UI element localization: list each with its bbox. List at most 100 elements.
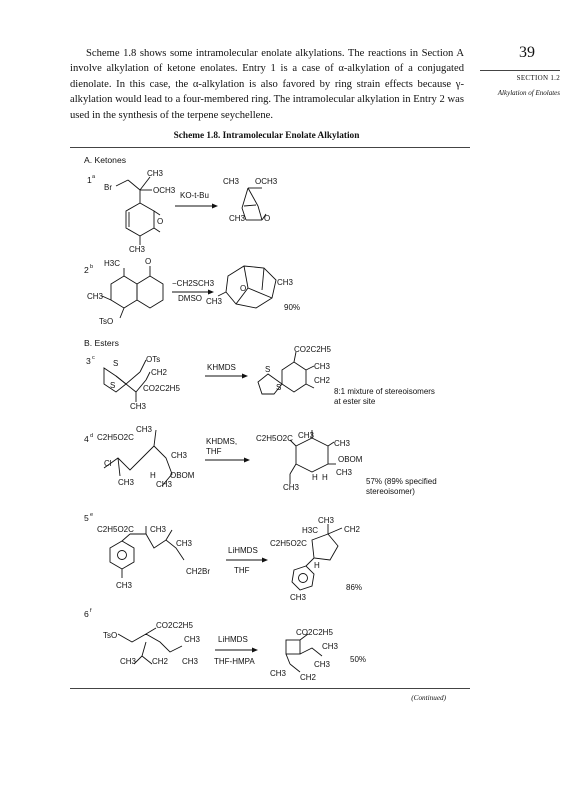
label: S (113, 359, 118, 368)
entry-number: 4 (84, 434, 89, 444)
bond (217, 291, 227, 297)
section-title: Alkylation of Enolates (497, 89, 560, 97)
label: CH2 (344, 525, 361, 534)
label: C2H5O2C (270, 539, 307, 548)
double-bond (243, 204, 257, 207)
bond (285, 653, 291, 665)
label: CH3 (206, 297, 223, 306)
label: CH3 (322, 642, 339, 651)
entry-3-product: S S CO2C2H5 CH3 CH2 (257, 345, 331, 395)
ring (136, 275, 164, 309)
entry-yield: 86% (346, 583, 362, 592)
reagent: THF (234, 566, 250, 575)
bond (125, 383, 137, 393)
benzene-ring (291, 565, 315, 591)
alkene (165, 529, 173, 541)
bond (141, 641, 147, 657)
label: CO2C2H5 (294, 345, 331, 354)
label: O (145, 257, 151, 266)
label: H (314, 561, 320, 570)
entry-footnote: e (90, 512, 93, 518)
bond (241, 187, 249, 209)
label: H (312, 473, 318, 482)
intro-paragraph: Scheme 1.8 shows some intramolecular eno… (70, 46, 464, 123)
label: OBOM (170, 471, 195, 480)
entry-footnote: a (92, 174, 96, 180)
bond (289, 463, 297, 475)
bond (125, 371, 141, 385)
bond (305, 365, 315, 371)
alkene (141, 655, 153, 665)
label: OBOM (338, 455, 363, 464)
label: CH3 (120, 657, 137, 666)
bond (299, 633, 309, 641)
aromatic-circle (298, 573, 308, 583)
label: CO2C2H5 (296, 628, 333, 637)
label: CH2 (151, 368, 168, 377)
entry-yield-line2: at ester site (334, 397, 376, 406)
label: H (150, 471, 156, 480)
entry-5: 5 e C2H5O2C CH3 CH3 CH2Br CH3 LiHMDS THF (84, 512, 362, 602)
entry-1-product: CH3 OCH3 CH3 O (223, 177, 278, 223)
chain (299, 647, 323, 657)
reagent: LiHMDS (218, 635, 248, 644)
entry-2: 2 b H3C O CH3 TsO −CH2SCH3 DMSO O CH3 (84, 257, 300, 326)
ring (295, 437, 329, 473)
label: CH3 (147, 169, 164, 178)
label: CH2 (152, 657, 169, 666)
bond (257, 205, 263, 221)
cyclobutane (285, 639, 301, 655)
label: S (276, 383, 281, 392)
bond (293, 351, 297, 363)
label: H (322, 473, 328, 482)
label: TsO (99, 317, 113, 326)
label: H3C (302, 526, 318, 535)
entry-footnote: b (90, 264, 93, 270)
label: CH3 (298, 431, 315, 440)
aromatic-circle (117, 550, 127, 560)
label: S (265, 365, 270, 374)
label: TsO (103, 631, 117, 640)
reagent: KHMDS (207, 363, 236, 372)
label: CH3 (136, 425, 153, 434)
label: CH3 (150, 525, 167, 534)
label: C2H5O2C (97, 525, 134, 534)
bond (153, 210, 161, 216)
label: CH3 (318, 516, 335, 525)
bond (121, 533, 131, 542)
scheme-top-rule (70, 147, 470, 148)
bond (327, 441, 335, 447)
page-number: 39 (519, 44, 535, 61)
arrowhead (252, 647, 258, 653)
label: CH3 (290, 593, 307, 602)
arrowhead (242, 373, 248, 379)
entry-5-starting-material: C2H5O2C CH3 CH3 CH2Br CH3 (97, 525, 210, 590)
entry-footnote: d (90, 433, 93, 439)
entry-number: 3 (86, 356, 91, 366)
intro-text: Scheme 1.8 shows some intramolecular eno… (70, 48, 464, 121)
entry-6-product: CO2C2H5 CH3 CH3 CH3 CH2 (270, 628, 339, 682)
ring (110, 275, 138, 309)
bond (115, 375, 127, 385)
label: CH3 (184, 635, 201, 644)
dithiane-ring (257, 373, 283, 395)
entry-footnote: c (92, 355, 95, 361)
bond (241, 207, 247, 221)
label: CH3 (283, 483, 300, 492)
label: OTs (146, 355, 160, 364)
section-label: SECTION 1.2 (516, 74, 560, 82)
arrowhead (262, 557, 268, 563)
chain (117, 633, 183, 653)
bond (115, 179, 129, 187)
entry-yield: 90% (284, 303, 300, 312)
label: C2H5O2C (97, 433, 134, 442)
bond (289, 439, 297, 447)
label: C2H5O2C (256, 434, 293, 443)
bond (139, 176, 151, 191)
benzene-ring (109, 540, 135, 570)
label: CH3 (277, 278, 294, 287)
label: H3C (104, 259, 120, 268)
label: OCH3 (255, 177, 278, 186)
label: O (240, 284, 246, 293)
bond (247, 187, 259, 207)
